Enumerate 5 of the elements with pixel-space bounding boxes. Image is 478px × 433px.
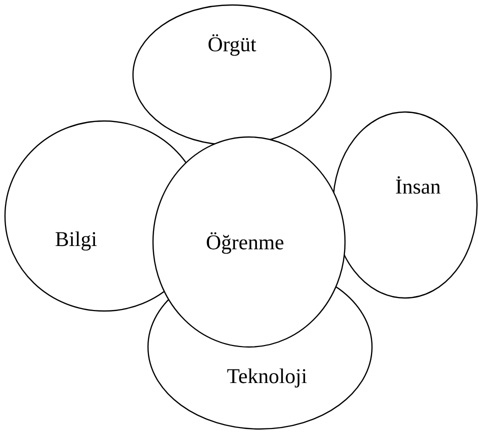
ellipse-label: Örgüt bbox=[208, 34, 256, 56]
ellipse-label: İnsan bbox=[396, 176, 440, 194]
ellipse-label: Öğrenme bbox=[206, 232, 284, 254]
ellipse-label: Teknoloji bbox=[227, 368, 307, 388]
ellipse-label: Bilgi bbox=[56, 231, 97, 251]
